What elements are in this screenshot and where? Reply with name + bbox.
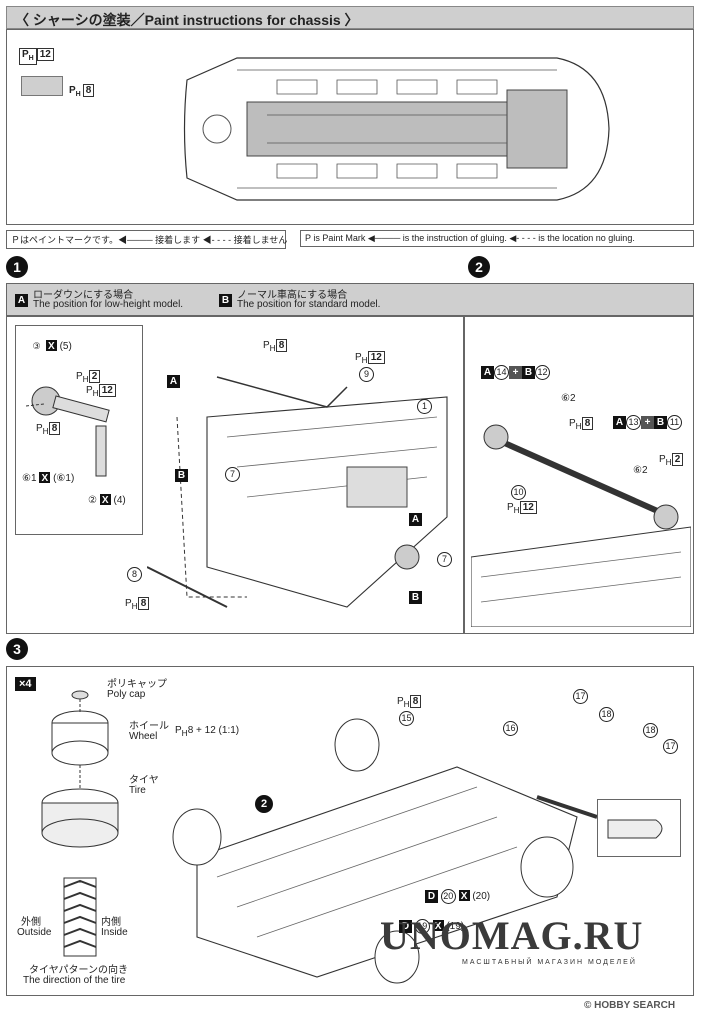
part-16: 16 — [503, 721, 518, 736]
page-header: 〈 シャーシの塗装／Paint instructions for chassis… — [6, 6, 694, 29]
paint-code-main: 12 — [36, 48, 54, 61]
chassis-underside-drawing — [183, 57, 610, 201]
step-1-options-bar: A ローダウンにする場合 The position for low-height… — [6, 283, 694, 316]
option-a-badge: A — [15, 294, 28, 307]
callout-6-1: ⑥1 X (⑥1) — [22, 472, 75, 484]
option-b: B — [219, 290, 232, 308]
option-b-en: The position for standard model. — [237, 299, 381, 310]
part-17b: 17 — [663, 739, 678, 754]
step-3-panel: ×4 ポリキャップ Poly cap ホイール Wheel PH8 + 12 (… — [6, 666, 694, 996]
step-2-axle-drawing — [471, 424, 691, 627]
step-3-car-drawing — [172, 718, 597, 984]
wheel-jp: ホイール — [129, 721, 169, 732]
pattern-jp: タイヤパターンの向き — [29, 965, 128, 976]
badge-b-step1: B — [175, 465, 188, 483]
outside-en: Outside — [17, 927, 52, 938]
polycap-jp: ポリキャップ — [107, 679, 167, 690]
step-3-number: 3 — [6, 638, 28, 660]
option-a: A — [15, 290, 28, 308]
callout-3: ③ X (5) — [30, 340, 72, 353]
legend-en: P is Paint Mark ◀──── is the instruction… — [300, 230, 694, 247]
inside-jp: 内側 — [101, 917, 121, 928]
pattern-en: The direction of the tire — [23, 975, 126, 986]
step-1-number: 1 — [6, 256, 28, 278]
part-18b: 18 — [643, 723, 658, 738]
watermark-subtitle: МАСШТАБНЫЙ МАГАЗИН МОДЕЛЕЙ — [462, 959, 637, 966]
part-8: 8 — [127, 567, 142, 582]
option-b-badge: B — [219, 294, 232, 307]
badge-a-step1: A — [167, 371, 180, 389]
shock-part-drawing — [26, 386, 110, 477]
step-2-number: 2 — [468, 256, 490, 278]
step3-callout-2: 2 — [255, 795, 273, 813]
part-18a: 18 — [599, 707, 614, 722]
polycap-en: Poly cap — [107, 689, 146, 700]
outside-jp: 外側 — [21, 917, 41, 928]
credit-text: © HOBBY SEARCH — [584, 1000, 676, 1011]
page-title: 〈 シャーシの塗装／Paint instructions for chassis… — [15, 12, 359, 28]
step2-part-10: 10 — [511, 485, 526, 500]
d-19: D 19 X (19) — [399, 919, 464, 934]
option-b-jp: ノーマル車高にする場合 — [237, 290, 348, 301]
step-1-assembly-drawing — [147, 376, 448, 608]
d-20: D 20 X (20) — [425, 889, 490, 904]
muffler-detail-inset — [597, 799, 681, 857]
part-15: 15 — [399, 711, 414, 726]
inside-en: Inside — [101, 927, 128, 938]
tire-tread-drawing — [63, 877, 97, 957]
tire-jp: タイヤ — [129, 775, 159, 786]
wheel-en: Wheel — [129, 731, 158, 742]
wheel-exploded-drawing — [41, 690, 119, 848]
option-a-jp: ローダウンにする場合 — [33, 290, 134, 301]
paint-mark-icon: PH — [19, 48, 37, 65]
multiplier-badge: ×4 — [15, 677, 36, 691]
part-1: 1 — [417, 399, 432, 414]
watermark-logo: UNOMAG.RU — [380, 913, 644, 958]
tire-en: Tire — [129, 785, 146, 796]
legend-jp: Ｐはペイントマークです。◀──── 接着します ◀- - - - 接着しません — [6, 230, 287, 249]
option-a-en: The position for low-height model. — [33, 299, 184, 310]
step2-part-6-2b: ⑥2 — [633, 465, 648, 476]
paint-swatch — [21, 76, 63, 96]
part-7a: 7 — [225, 467, 240, 482]
part-9: 9 — [359, 367, 374, 382]
badge-a-step1-b: A — [409, 509, 422, 527]
badge-b-step1-b: B — [409, 587, 422, 605]
part-7b: 7 — [437, 552, 452, 567]
part-17a: 17 — [573, 689, 588, 704]
wheel-paint: PH8 + 12 (1:1) — [175, 725, 240, 738]
step2-part-6-2a: ⑥2 — [561, 393, 576, 404]
callout-2-4: ② X (4) — [88, 494, 126, 506]
